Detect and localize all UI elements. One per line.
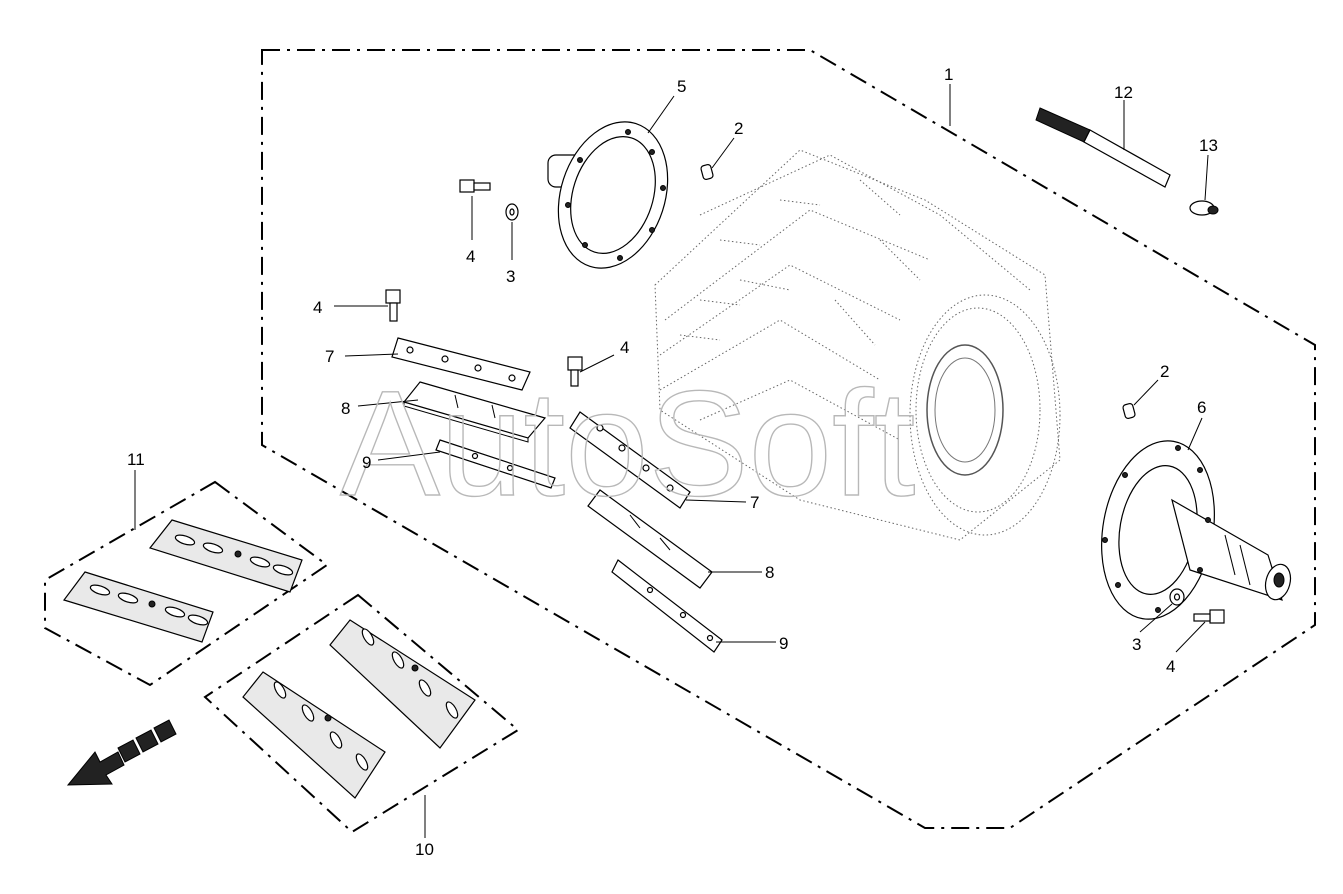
- callout-11: 11: [127, 450, 145, 469]
- knife-11b: [63, 571, 214, 643]
- knife-kit-11-boundary: [44, 480, 329, 687]
- callout-9b: 9: [779, 634, 788, 653]
- callout-1: 1: [944, 65, 953, 84]
- callout-9a: 9: [362, 453, 371, 472]
- callout-2b: 2: [1160, 362, 1169, 381]
- knife-10a: [329, 619, 476, 749]
- callout-7a: 7: [325, 347, 334, 366]
- bar-7b: [569, 411, 691, 509]
- pin-2b: [1122, 403, 1136, 419]
- flange-shaft-6: [1101, 440, 1292, 620]
- callout-labels: 1 2 2 3 3 4 4 4 4 5 6 7 7 8 8 9 9 10 11 …: [127, 65, 1218, 859]
- tool-handle-12: [1035, 107, 1171, 188]
- bolt-4b: [385, 289, 401, 322]
- knife-10b: [242, 671, 386, 799]
- washer-3a: [505, 203, 519, 221]
- callout-4a: 4: [466, 247, 475, 266]
- knife-11a: [148, 519, 303, 593]
- plate-8a: [402, 381, 547, 443]
- callout-7b: 7: [750, 493, 759, 512]
- callout-4c: 4: [620, 338, 629, 357]
- callout-4d: 4: [1166, 657, 1175, 676]
- callout-13: 13: [1199, 136, 1218, 155]
- callout-12: 12: [1114, 83, 1133, 102]
- callout-10: 10: [415, 840, 434, 859]
- callout-6: 6: [1197, 398, 1206, 417]
- bar-9a: [435, 439, 556, 489]
- bar-9b: [611, 559, 723, 653]
- washer-3b: [1169, 588, 1185, 606]
- bar-7a: [391, 337, 531, 391]
- callout-3a: 3: [506, 267, 515, 286]
- callout-8b: 8: [765, 563, 774, 582]
- assembly-boundary: [261, 49, 1316, 829]
- callout-8a: 8: [341, 399, 350, 418]
- leader-lines: [134, 84, 1209, 838]
- watermark: AutoSoft: [340, 359, 915, 527]
- callout-2a: 2: [734, 119, 743, 138]
- plate-8b: [587, 489, 713, 589]
- bolt-4a: [459, 179, 491, 193]
- callout-4b: 4: [313, 298, 322, 317]
- forward-arrow-icon: [66, 719, 177, 786]
- clip-13: [1189, 200, 1219, 216]
- pin-2a: [700, 164, 714, 180]
- callout-3b: 3: [1132, 635, 1141, 654]
- bolt-4c: [567, 356, 583, 387]
- callout-5: 5: [677, 77, 686, 96]
- knife-kit-10-boundary: [203, 593, 520, 834]
- rotor-drum: [654, 149, 1061, 541]
- flange-housing-5: [547, 121, 669, 269]
- bolt-4d: [1193, 609, 1225, 624]
